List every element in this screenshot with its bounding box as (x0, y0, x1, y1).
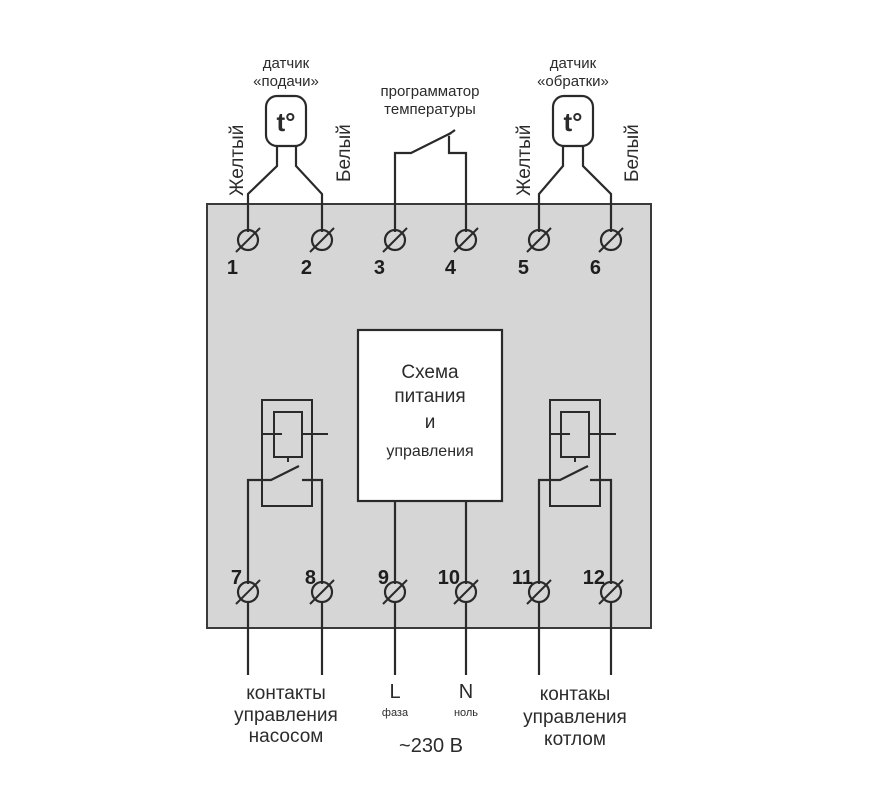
top-terminal-row: 1 2 3 4 5 6 (227, 227, 624, 279)
block-label-3: и (425, 412, 436, 433)
terminal-2: 2 (301, 227, 335, 279)
power-control-block (356, 328, 504, 503)
programmer-caption-1: программатор (381, 83, 480, 100)
terminal-10: 10 (438, 567, 479, 605)
supply-wire-left-label: Желтый (227, 125, 248, 196)
programmer-caption-2: температуры (384, 101, 476, 118)
terminal-number: 12 (583, 567, 605, 589)
terminal-number: 1 (227, 257, 238, 279)
terminal-screw-icon (383, 228, 407, 252)
boiler-label-2: управления (523, 707, 627, 728)
supply-wire-right-label: Белый (334, 124, 355, 182)
return-wire-right-label: Белый (622, 124, 643, 182)
terminal-slash (309, 227, 335, 253)
supply-sensor-caption-2: «подачи» (253, 73, 319, 90)
terminal-number: 2 (301, 257, 312, 279)
terminal-slash (235, 227, 261, 253)
terminal-slash (235, 579, 261, 605)
phase-letter: L (389, 681, 400, 703)
terminal-number: 4 (445, 257, 457, 279)
pump-label-2: управления (234, 705, 338, 726)
sensor-symbol: t° (563, 107, 582, 137)
neutral-letter: N (459, 681, 473, 703)
sensor-symbol: t° (276, 107, 295, 137)
terminal-slash (598, 227, 624, 253)
terminal-screw-icon (527, 228, 551, 252)
terminal-slash (526, 579, 552, 605)
block-label-2: питания (394, 386, 465, 407)
sensor-body (264, 94, 308, 148)
pump-label-3: насосом (249, 726, 324, 747)
terminal-screw-icon (236, 228, 260, 252)
terminal-number: 8 (305, 567, 316, 589)
terminal-number: 7 (231, 567, 242, 589)
pump-relay (246, 399, 328, 584)
terminal-slash (526, 227, 552, 253)
voltage-label: ~230 В (399, 735, 463, 757)
return-sensor-caption-2: «обратки» (537, 73, 609, 90)
terminal-slash (382, 227, 408, 253)
neutral-sub: ноль (454, 707, 478, 719)
supply-sensor-caption-1: датчик (263, 55, 310, 72)
return-sensor: t° (537, 94, 613, 232)
terminal-number: 5 (518, 257, 529, 279)
boiler-relay (537, 399, 616, 584)
terminal-slash (382, 579, 408, 605)
terminal-4: 4 (445, 227, 479, 279)
boiler-label-3: котлом (544, 729, 606, 750)
terminal-screw-icon (599, 228, 623, 252)
terminal-number: 3 (374, 257, 385, 279)
terminal-slash (453, 579, 479, 605)
terminal-number: 11 (512, 567, 533, 589)
block-label-1: Схема (401, 362, 459, 383)
phase-sub: фаза (382, 707, 409, 719)
pump-label-1: контакты (246, 683, 326, 704)
terminal-screw-icon (310, 228, 334, 252)
terminal-number: 9 (378, 567, 389, 589)
terminal-slash (598, 579, 624, 605)
sensor-body (551, 94, 595, 148)
terminal-1: 1 (227, 227, 261, 279)
supply-sensor: t° (246, 94, 324, 232)
boiler-label-1: контакы (540, 684, 611, 705)
terminal-6: 6 (590, 227, 624, 279)
terminal-5: 5 (518, 227, 552, 279)
terminal-3: 3 (374, 227, 408, 279)
terminal-screw-icon (454, 228, 478, 252)
block-label-4: управления (386, 443, 473, 460)
terminal-11: 11 (512, 567, 552, 605)
terminal-number: 6 (590, 257, 601, 279)
terminal-slash (453, 227, 479, 253)
return-sensor-caption-1: датчик (550, 55, 597, 72)
terminal-slash (309, 579, 335, 605)
terminal-number: 10 (438, 567, 460, 589)
return-wire-left-label: Желтый (514, 125, 535, 196)
temperature-programmer-switch (393, 129, 468, 232)
